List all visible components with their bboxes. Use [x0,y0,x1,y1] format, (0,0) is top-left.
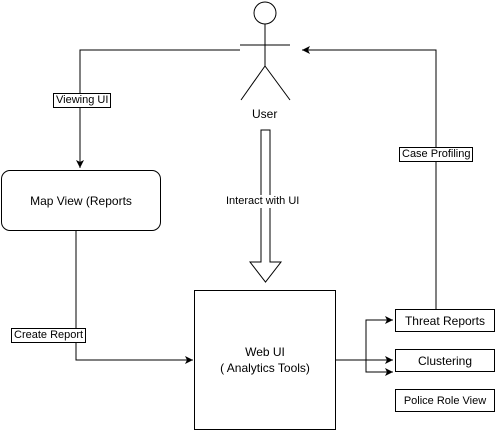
create-report-label: Create Report [11,328,87,343]
threat-reports-node[interactable]: Threat Reports [395,309,495,332]
case-profiling-label: Case Profiling [399,147,474,162]
edge-viewing-ui [76,49,240,168]
user-actor-icon [240,1,291,101]
edge-case-profiling [302,46,437,309]
edge-create-report [75,230,193,364]
interact-with-ui-label: Interact with UI [226,195,300,208]
map-view-node[interactable]: Map View (Reports [1,170,161,231]
web-ui-node[interactable]: Web UI ( Analytics Tools) [194,290,336,430]
edge-to-police-role-view [336,359,393,376]
clustering-node[interactable]: Clustering [395,349,495,372]
viewing-ui-label: Viewing UI [53,93,112,108]
edge-to-threat-reports [336,316,393,361]
user-label: User [252,107,278,121]
police-role-view-node[interactable]: Police Role View [395,389,495,412]
